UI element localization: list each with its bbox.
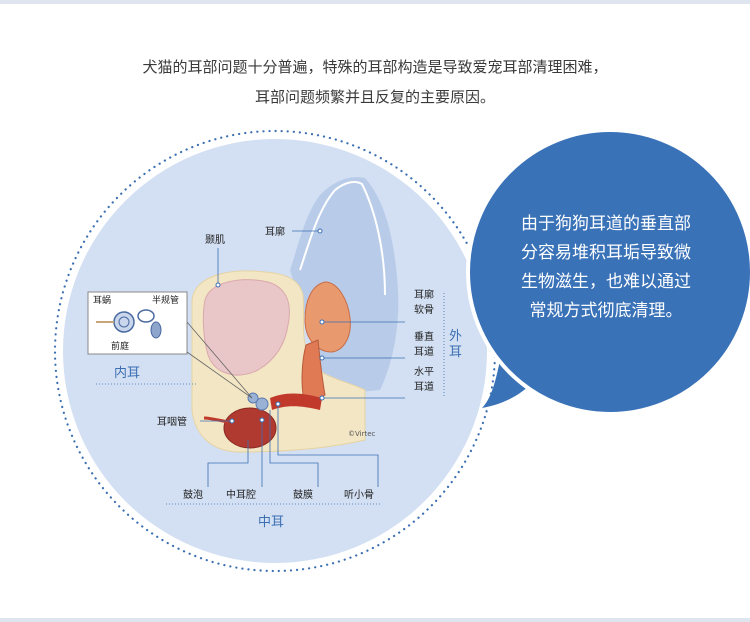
cochlea-icon: [113, 311, 135, 333]
intro-text: 犬猫的耳部问题十分普遍，特殊的耳部构造是导致爱宠耳部清理困难， 耳部问题频繁并且…: [0, 52, 750, 112]
leader-dot: [229, 418, 235, 424]
label-outer-ear-1: 外: [449, 329, 462, 344]
bubble-line-3: 生物滋生，也难以通过: [521, 272, 691, 292]
tympanic-bulla: [223, 407, 277, 449]
leader-dot: [319, 395, 325, 401]
leader-dot: [275, 401, 281, 407]
label-inner-ear: 内耳: [114, 365, 140, 381]
label-eardrum: 鼓膜: [293, 488, 313, 501]
vestibule-icon: [150, 321, 162, 339]
speech-bubble: [466, 128, 750, 416]
cochlea-spiral-icon: [118, 316, 130, 328]
bubble-line-4: 常规方式彻底清理。: [529, 301, 683, 321]
label-outer-ear-2: 耳: [449, 345, 462, 360]
label-horizontal-canal-1: 水平: [414, 366, 434, 378]
label-pinna: 耳廓: [265, 225, 285, 238]
leader-dot: [317, 228, 323, 234]
label-eustachian-tube: 耳咽管: [157, 415, 187, 428]
label-pinna-cartilage-2: 软骨: [414, 303, 434, 316]
intro-line-1: 犬猫的耳部问题十分普遍，特殊的耳部构造是导致爱宠耳部清理困难，: [142, 58, 608, 76]
pinna-cartilage: [304, 281, 351, 353]
label-pinna-cartilage-1: 耳廓: [414, 288, 434, 301]
leader-dot: [319, 319, 325, 325]
bubble-line-1: 由于狗狗耳道的垂直部: [521, 214, 691, 234]
leader-bulla: [207, 440, 249, 487]
label-middle-ear: 中耳: [258, 515, 284, 530]
leader-eardrum: [269, 410, 319, 487]
label-tympanic-bulla: 鼓泡: [183, 488, 203, 501]
semicircular-canals-icon: [137, 309, 155, 323]
label-cochlea: 耳蜗: [93, 295, 111, 306]
top-divider: [0, 0, 750, 4]
inset-connector-top: [186, 321, 253, 399]
temporal-muscle: [202, 279, 290, 376]
label-ossicles: 听小骨: [344, 489, 374, 501]
label-horizontal-canal-2: 耳道: [414, 380, 434, 393]
speech-bubble-tail: [482, 360, 535, 408]
inner-ear-icon: [247, 392, 259, 404]
label-vertical-canal-2: 耳道: [414, 345, 434, 358]
label-vestibule: 前庭: [111, 340, 129, 352]
horizontal-ear-canal: [270, 393, 322, 410]
leader-dot: [215, 282, 221, 288]
label-temporal-muscle: 颞肌: [205, 234, 225, 246]
eustachian-tube: [203, 416, 229, 424]
intro-line-2: 耳部问题频繁并且反复的主要原因。: [254, 88, 495, 106]
bubble-line-2: 分容易堆积耳垢导致微: [521, 243, 691, 263]
bottom-divider: [0, 618, 750, 622]
speech-bubble-text: 由于狗狗耳道的垂直部 分容易堆积耳垢导致微 生物滋生，也难以通过 常规方式彻底清…: [488, 210, 724, 326]
label-semicircular: 半规管: [152, 294, 179, 306]
leader-ossicles: [277, 404, 379, 487]
label-vertical-canal-1: 垂直: [414, 330, 434, 343]
ossicles-icon: [255, 397, 269, 411]
inset-connector-bottom: [186, 351, 253, 399]
leader-dot: [259, 417, 265, 423]
leader-dot: [319, 355, 325, 361]
pinna-outline: [299, 181, 386, 296]
label-middle-ear-cavity: 中耳腔: [226, 488, 256, 501]
label-copyright: ©Virtec: [348, 430, 376, 438]
